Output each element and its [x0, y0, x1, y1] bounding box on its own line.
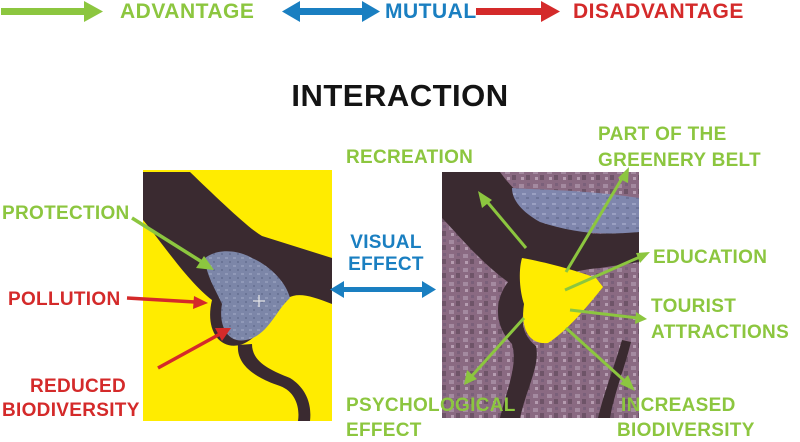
pollution-arrow-icon	[126, 296, 196, 304]
pollution-arrowhead-icon	[193, 296, 208, 309]
psychological-effect-label-line2: EFFECT	[346, 420, 422, 441]
legend-mutual-label: MUTUAL	[385, 0, 477, 23]
visual-effect-arrow-icon	[330, 281, 436, 298]
page-title: INTERACTION	[291, 78, 509, 113]
increased-biodiversity-label-line2: BIODIVERSITY	[617, 420, 755, 441]
advantage-arrows	[468, 174, 643, 386]
psychological-effect-label-line1: PSYCHOLOGICAL	[346, 395, 516, 416]
legend-disadvantage-arrow-icon	[476, 1, 560, 22]
protection-arrowhead-icon	[196, 256, 214, 270]
reduced-biodiversity-arrowhead-icon	[215, 328, 231, 341]
visual-effect-label: VISUAL EFFECT	[348, 232, 424, 275]
legend-advantage-label: ADVANTAGE	[120, 0, 255, 23]
education-label: EDUCATION	[653, 247, 768, 268]
reduced-biodiversity-arrow-icon	[157, 332, 221, 370]
legend-disadvantage-label: DISADVANTAGE	[573, 0, 744, 23]
legend-advantage-arrow-icon	[1, 1, 103, 22]
reduced-biodiversity-label-line1: REDUCED	[30, 376, 127, 397]
pollution-label: POLLUTION	[8, 289, 121, 310]
greenery-belt-label-line2: GREENERY BELT	[598, 150, 761, 171]
legend-mutual-arrow-icon	[282, 1, 380, 22]
reduced-biodiversity-label-line2: BIODIVERSITY	[2, 400, 140, 421]
tourist-attractions-label-line1: TOURIST	[651, 296, 737, 317]
protection-label: PROTECTION	[2, 203, 130, 224]
protection-arrow-icon	[131, 216, 203, 264]
recreation-label: RECREATION	[346, 147, 474, 168]
increased-biodiversity-label-line1: INCREASED	[621, 395, 736, 416]
greenery-belt-label-line1: PART OF THE	[598, 124, 727, 145]
advantage-arrowheads	[464, 167, 650, 391]
tourist-attractions-label-line2: ATTRACTIONS	[651, 322, 790, 343]
left-map-schematic	[143, 170, 332, 421]
